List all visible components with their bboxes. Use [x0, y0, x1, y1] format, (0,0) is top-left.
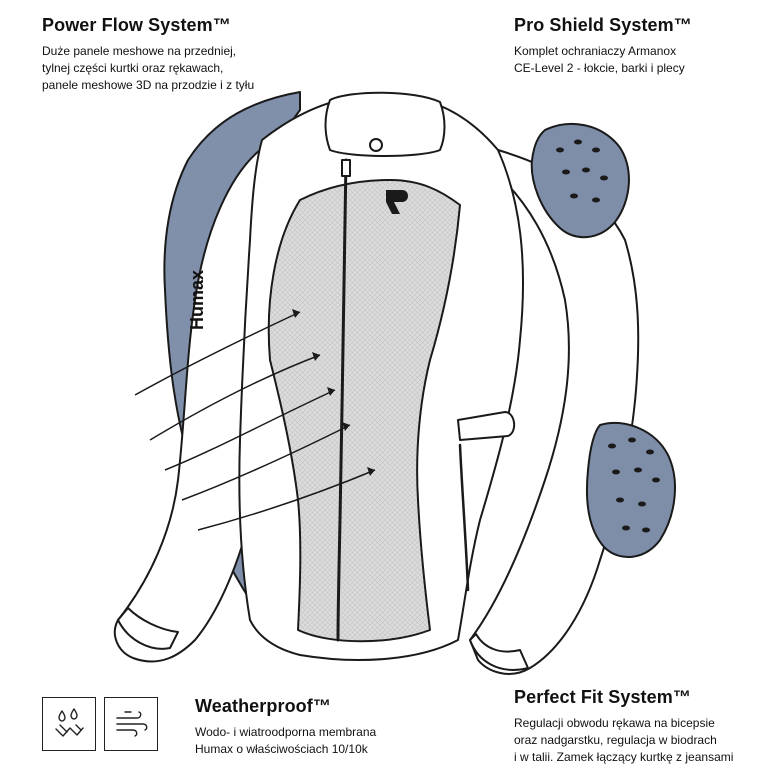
- shoulder-armor: [530, 122, 630, 239]
- weatherproof-desc: Wodo- i wiatroodporna membrana Humax o w…: [195, 724, 455, 758]
- weatherproof-section: Weatherproof™ Wodo- i wiatroodporna memb…: [195, 695, 455, 758]
- front-mesh-panel: [267, 179, 461, 643]
- pro-shield-section: Pro Shield System™ Komplet ochraniaczy A…: [514, 14, 754, 77]
- perfect-fit-title: Perfect Fit System™: [514, 687, 691, 707]
- brand-logo: [386, 190, 408, 214]
- perfect-fit-section: Perfect Fit System™ Regulacji obwodu ręk…: [514, 686, 774, 766]
- wind-icon: [104, 697, 158, 751]
- elbow-armor: [585, 422, 676, 559]
- pro-shield-line: CE-Level 2 - łokcie, barki i plecy: [514, 61, 685, 75]
- power-flow-line: Duże panele meshowe na przedniej,: [42, 44, 237, 58]
- perfect-fit-desc: Regulacji obwodu rękawa na bicepsie oraz…: [514, 715, 774, 766]
- airflow-arrows: [134, 311, 376, 531]
- pro-shield-title: Pro Shield System™: [514, 15, 692, 35]
- collar: [324, 91, 446, 157]
- power-flow-title: Power Flow System™: [42, 15, 231, 35]
- collar-snap: [369, 138, 383, 152]
- pro-shield-desc: Komplet ochraniaczy Armanox CE-Level 2 -…: [514, 43, 754, 77]
- right-cuff: [469, 633, 529, 671]
- perfect-fit-line: Regulacji obwodu rękawa na bicepsie: [514, 716, 715, 730]
- waist-adjuster: [457, 411, 516, 441]
- center-zipper: [336, 158, 348, 642]
- perfect-fit-line: oraz nadgarstku, regulacja w biodrach: [514, 733, 717, 747]
- left-cuff: [117, 607, 179, 650]
- weatherproof-line: Wodo- i wiatroodporna membrana: [195, 725, 377, 739]
- water-drops-icon: [42, 697, 96, 751]
- power-flow-line: panele meshowe 3D na przodzie i z tyłu: [42, 78, 255, 92]
- humax-label: Humax: [187, 270, 207, 330]
- power-flow-line: tylnej części kurtki oraz rękawach,: [42, 61, 224, 75]
- power-flow-section: Power Flow System™ Duże panele meshowe n…: [42, 14, 342, 94]
- weatherproof-line: Humax o właściwościach 10/10k: [195, 742, 368, 756]
- pro-shield-line: Komplet ochraniaczy Armanox: [514, 44, 677, 58]
- pocket-zipper: [458, 443, 470, 592]
- perfect-fit-line: i w talii. Zamek łączący kurtkę z jeansa…: [514, 750, 734, 764]
- power-flow-desc: Duże panele meshowe na przedniej, tylnej…: [42, 43, 342, 94]
- right-sleeve: [469, 149, 640, 675]
- weatherproof-title: Weatherproof™: [195, 696, 331, 716]
